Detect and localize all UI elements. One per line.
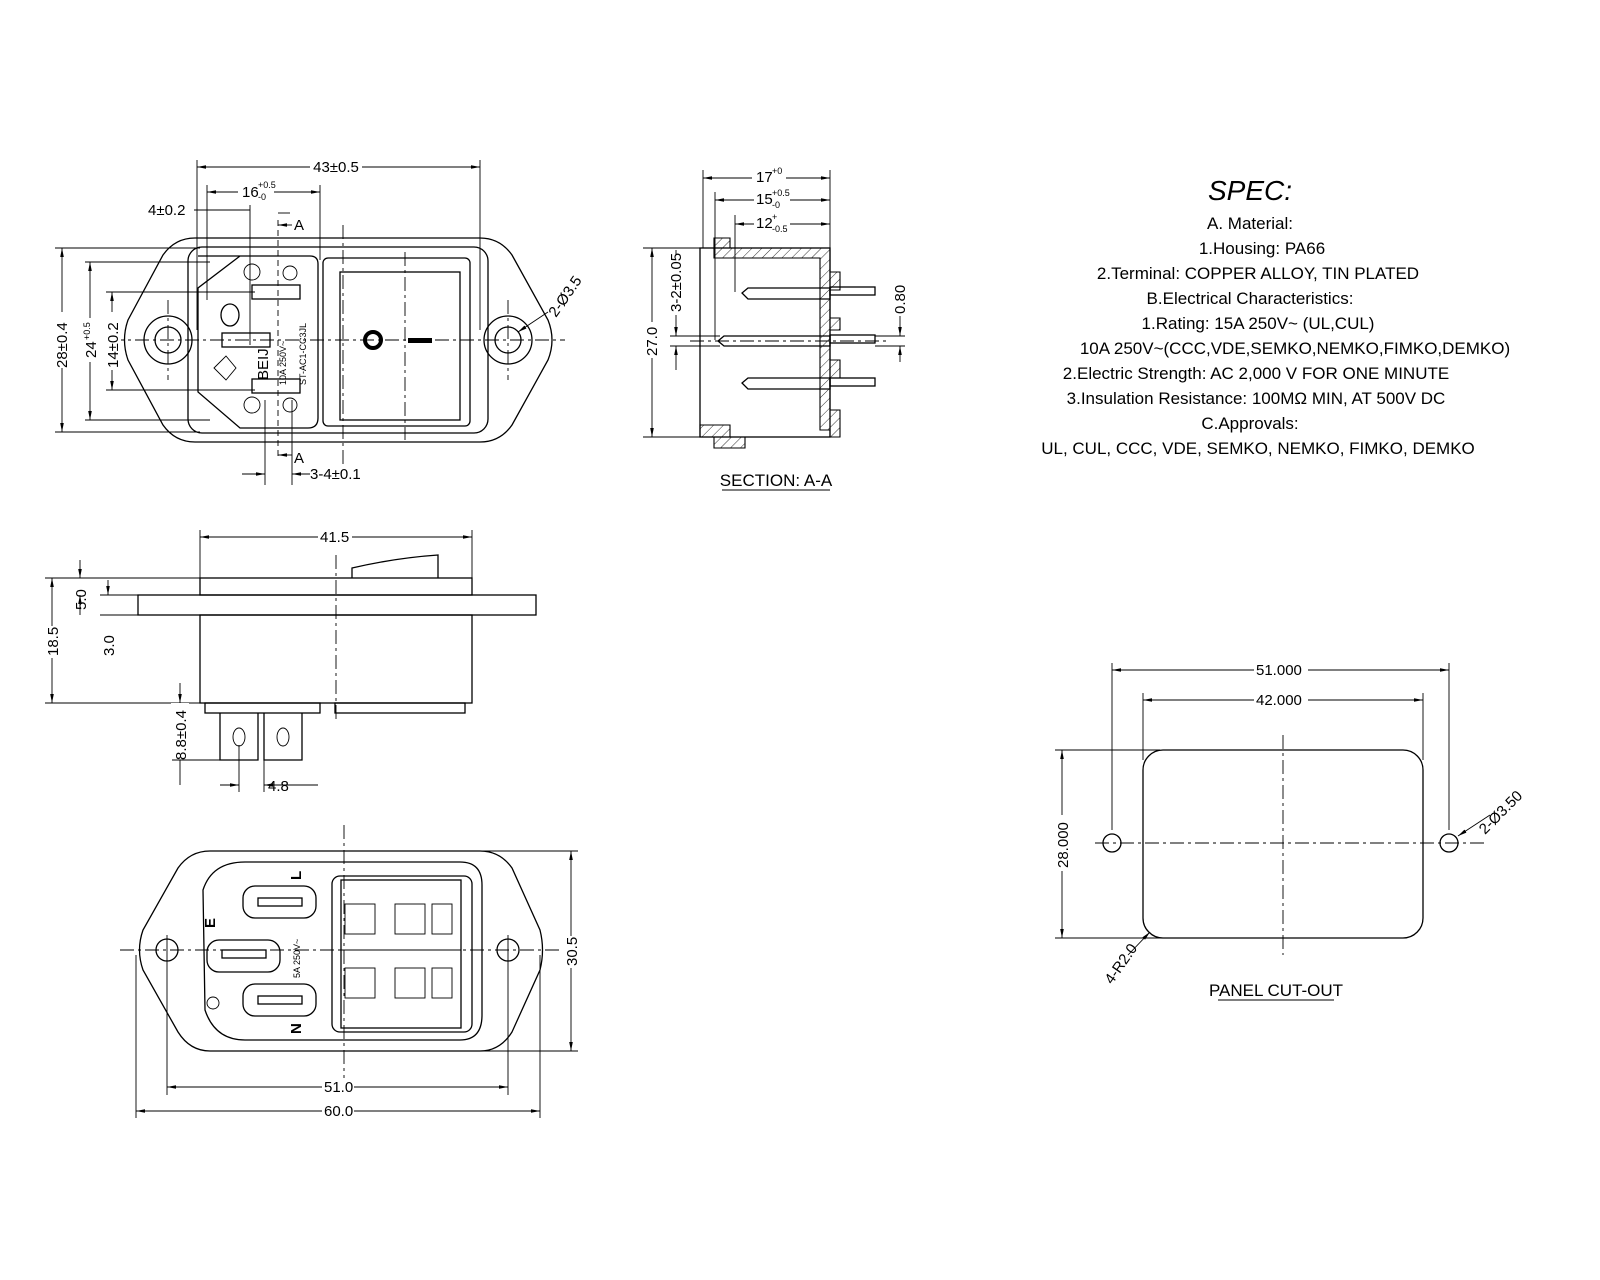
dim-rear-hole-span: 51.0	[324, 1079, 353, 1096]
side-view: 41.5 18.5 5.0 3.0 8.8±0.4 4.8	[44, 528, 537, 795]
dim-rear-overall: 60.0	[324, 1103, 353, 1120]
terminal-bottom	[741, 377, 831, 390]
spec-block: SPEC: A. Material: 1.Housing: PA66 2.Ter…	[1041, 175, 1510, 458]
flange-side	[137, 594, 537, 616]
dim-offset: 4±0.2	[148, 202, 185, 219]
dim-holes: 2-Ø3.5	[545, 273, 585, 320]
rocker-switch	[339, 271, 461, 421]
dim-tol: +	[772, 212, 777, 222]
terminal-earth	[206, 939, 281, 973]
dim-cutout-hole-span: 51.000	[1256, 662, 1302, 679]
spec-line: A. Material:	[1207, 214, 1293, 233]
dim-tab: 0.80	[892, 285, 909, 314]
dim-tol: -0	[258, 192, 266, 202]
label-earth: E	[202, 918, 219, 928]
marking-rating: 10A 250V~	[278, 341, 288, 385]
section-title: SECTION: A-A	[720, 471, 833, 490]
dim-tol: -0.5	[772, 224, 788, 234]
dim-tol: +0.5	[772, 188, 790, 198]
terminal-neutral	[242, 983, 317, 1017]
rear-view: E L N 5A 250V~ 51.0 60.0 30.5	[120, 825, 581, 1120]
switch-on-symbol	[408, 338, 432, 343]
inlet-face	[197, 255, 319, 429]
earth-icon	[206, 996, 220, 1010]
dim-17: 17	[756, 169, 773, 186]
rocker-side	[351, 554, 439, 578]
dim-cutout-holes: 2-Ø3.50	[1476, 787, 1526, 837]
rocker-switch-frame	[322, 257, 471, 427]
dim-rocker-height: 5.0	[73, 589, 90, 610]
label-neutral: N	[288, 1023, 305, 1034]
section-view: 17 +0 15 +0.5 -0 12 + -0.5 27.0 3-2±0.05…	[643, 166, 909, 491]
dim-cutout-width: 42.000	[1256, 692, 1302, 709]
marking-brand: BEIJ	[255, 348, 272, 380]
dim-terminal-pitch: 4.8	[268, 778, 289, 795]
section-mark-bottom: A	[294, 450, 304, 467]
dim-side-total: 18.5	[45, 627, 62, 656]
terminal-top	[741, 287, 831, 300]
section-mark-top: A	[294, 217, 304, 234]
dim-cutout-radius: 4-R2.0	[1101, 941, 1141, 988]
dim-12: 12	[756, 215, 773, 232]
spec-line: 2.Terminal: COPPER ALLOY, TIN PLATED	[1097, 264, 1419, 283]
dim-inlet-width: 16	[242, 184, 259, 201]
dim-15: 15	[756, 191, 773, 208]
label-line: L	[288, 871, 305, 880]
spec-line: B.Electrical Characteristics:	[1147, 289, 1354, 308]
terminal-line	[242, 885, 317, 919]
dim-pin-span: 14±0.2	[105, 322, 122, 368]
spec-title: SPEC:	[1208, 175, 1292, 206]
dim-cutout-height: 28.000	[1055, 822, 1072, 868]
marking-model: ST-AC1-CC3JL	[298, 323, 308, 385]
spec-line: 1.Rating: 15A 250V~ (UL,CUL)	[1142, 314, 1375, 333]
certification-logo	[220, 303, 240, 327]
switch-contacts	[344, 903, 453, 999]
spec-line: 3.Insulation Resistance: 100MΩ MIN, AT 5…	[1067, 389, 1446, 408]
dim-tol: -0	[772, 200, 780, 210]
dim-overall-width: 43±0.5	[313, 159, 359, 176]
spec-line: 10A 250V~(CCC,VDE,SEMKO,NEMKO,FIMKO,DEMK…	[1080, 339, 1510, 358]
dim-inner-height: 24	[83, 341, 100, 358]
dim-tol: +0	[772, 166, 782, 176]
dim-height: 28±0.4	[54, 322, 71, 368]
spec-line: UL, CUL, CCC, VDE, SEMKO, NEMKO, FIMKO, …	[1041, 439, 1475, 458]
spec-line: C.Approvals:	[1201, 414, 1298, 433]
panel-cutout-view: 51.000 42.000 28.000 2-Ø3.50 4-R2.0 PANE…	[1053, 661, 1526, 1001]
rear-body	[202, 861, 483, 1041]
dim-rear-height: 30.5	[564, 937, 581, 966]
spec-line: 2.Electric Strength: AC 2,000 V FOR ONE …	[1063, 364, 1449, 383]
pin-line	[251, 284, 301, 300]
dim-27: 27.0	[644, 327, 661, 356]
dim-flange-thickness: 3.0	[101, 635, 118, 656]
pin-neutral	[251, 378, 301, 394]
dim-tol: +0.5	[258, 180, 276, 190]
dim-side-width: 41.5	[320, 529, 349, 546]
dim-pin-thickness: 3-2±0.05	[668, 253, 685, 312]
label-rating: 5A 250V~	[292, 939, 302, 978]
certification-mark	[213, 355, 237, 381]
switch-rear	[331, 875, 473, 1033]
terminal-middle	[716, 335, 831, 347]
dim-terminal-length: 8.8±0.4	[173, 710, 190, 760]
flange-outline	[123, 237, 553, 443]
housing-section-top	[713, 237, 841, 438]
dim-tol: +0.5	[82, 322, 92, 340]
spec-line: 1.Housing: PA66	[1199, 239, 1325, 258]
panel-cutout-title: PANEL CUT-OUT	[1209, 981, 1343, 1000]
dim-pin-width: 3-4±0.1	[310, 466, 361, 483]
front-view: BEIJ 10A 250V~ ST-AC1-CC3JL 43±0.5 16 +0…	[53, 158, 586, 485]
